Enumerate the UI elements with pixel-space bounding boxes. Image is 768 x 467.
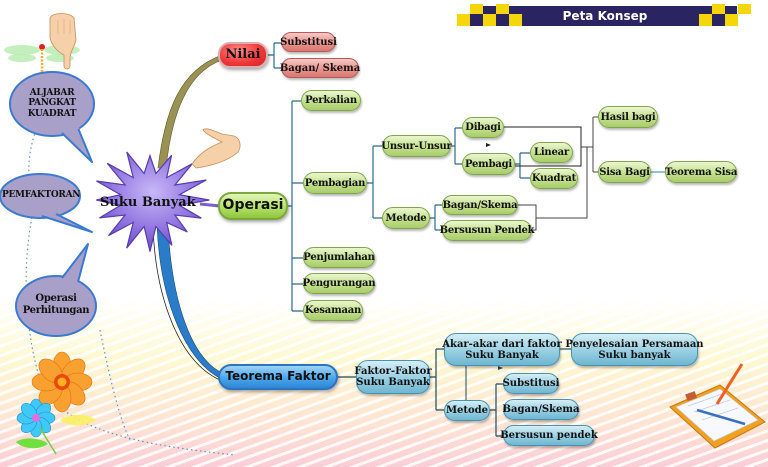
- label-line: Suku Banyak: [465, 349, 539, 361]
- label-line: Penyelesaian Persamaan: [565, 338, 704, 350]
- node-kesamaan[interactable]: Kesamaan: [303, 300, 363, 321]
- nilai-bracket: [268, 42, 281, 69]
- center-star: [96, 151, 210, 252]
- branch-operasi-connector: [199, 202, 221, 208]
- node-sisa-bagi[interactable]: Sisa Bagi: [598, 161, 651, 183]
- node-dibagi[interactable]: Dibagi: [462, 117, 504, 138]
- node-bersusun-pendek[interactable]: Bersusun Pendek: [440, 220, 535, 241]
- bubble-pemfaktoran-label: PEMFAKTORAN: [2, 190, 81, 200]
- checker-left: [457, 4, 522, 26]
- metode-bracket: [430, 204, 442, 231]
- label-line: PEMFAKTORAN: [2, 190, 81, 200]
- clipboard-pencil-icon: [669, 363, 766, 449]
- node-akar-akar[interactable]: Akar-akar dari faktor Suku Banyak: [442, 333, 562, 366]
- node-metode[interactable]: Metode: [382, 207, 430, 229]
- bubble-operasi-perhitungan: [15, 243, 97, 337]
- bubble-pemfaktoran: [0, 173, 93, 233]
- arrowhead: [486, 143, 491, 147]
- orange-flower-icon: [31, 351, 93, 413]
- dotted-path: [25, 199, 236, 456]
- pointing-hand-icon: [49, 13, 77, 70]
- leaf: [60, 414, 96, 426]
- node-bagan-skema[interactable]: Bagan/Skema: [442, 195, 518, 215]
- node-hasil-bagi[interactable]: Hasil bagi: [598, 106, 658, 128]
- title-bar: Peta Konsep: [455, 4, 755, 28]
- label-line: Akar-akar dari faktor: [442, 338, 562, 350]
- node-tf-metode[interactable]: Metode: [444, 400, 490, 421]
- node-kuadrat[interactable]: Kuadrat: [530, 168, 578, 189]
- branch-teorema-connector: [156, 224, 221, 379]
- node-nilai-bagan-skema[interactable]: Bagan/ Skema: [280, 58, 360, 78]
- result-bracket: [581, 116, 598, 173]
- node-nilai-substitusi[interactable]: Substitusi: [280, 32, 337, 52]
- metode-result-link: [518, 147, 588, 231]
- label-line: Perhitungan: [22, 304, 90, 316]
- label-line: PANGKAT: [28, 98, 76, 109]
- tf-metode-bracket: [490, 383, 503, 437]
- node-faktor-faktor[interactable]: Faktor-Faktor Suku Banyak: [354, 360, 432, 394]
- node-tf-substitusi[interactable]: Substitusi: [503, 373, 559, 394]
- label-line: Suku banyak: [598, 349, 671, 361]
- node-penjumlahan[interactable]: Penjumlahan: [303, 247, 375, 268]
- page-title: Peta Konsep: [562, 9, 648, 23]
- unsur-bracket: [451, 127, 462, 165]
- leaf: [16, 438, 48, 449]
- branch-teorema-outline: [152, 227, 221, 381]
- stem: [39, 427, 57, 455]
- arrowhead: [498, 366, 503, 370]
- node-pembagian[interactable]: Pembagian: [303, 172, 367, 194]
- node-linear[interactable]: Linear: [530, 142, 573, 163]
- center-topic[interactable]: Suku Banyak: [100, 195, 196, 210]
- node-operasi[interactable]: Operasi: [218, 192, 288, 220]
- pembagian-bracket: [367, 145, 382, 219]
- operasi-bracket: [287, 100, 303, 312]
- open-hand-icon: [191, 128, 241, 169]
- faktor-bracket: [430, 348, 444, 411]
- dotted-path: [99, 329, 131, 441]
- node-pembagi[interactable]: Pembagi: [462, 153, 515, 175]
- title-bar-graphic: [457, 4, 751, 26]
- node-teorema-faktor[interactable]: Teorema Faktor: [218, 364, 338, 390]
- label-line: ALJABAR: [29, 88, 75, 98]
- node-nilai[interactable]: Nilai: [218, 42, 268, 68]
- bubble-operasi-label: Operasi Perhitungan: [18, 293, 94, 316]
- node-unsur-unsur[interactable]: Unsur-Unsur: [381, 135, 452, 157]
- node-perkalian[interactable]: Perkalian: [301, 90, 361, 111]
- blue-flower-icon: [16, 398, 56, 438]
- node-teorema-sisa[interactable]: Teorema Sisa: [665, 161, 737, 183]
- node-tf-bagan-skema[interactable]: Bagan/Skema: [503, 399, 579, 420]
- label-line: KUADRAT: [27, 108, 77, 119]
- label-line: Suku Banyak: [356, 377, 430, 388]
- label-line: Operasi: [35, 293, 77, 304]
- node-tf-bersusun-pendek[interactable]: Bersusun pendek: [500, 425, 598, 446]
- bubble-aljabar-label: ALJABAR PANGKAT KUADRAT: [18, 88, 86, 119]
- bubble-aljabar: [9, 71, 95, 163]
- node-pengurangan[interactable]: Pengurangan: [303, 273, 376, 294]
- checker-right: [699, 4, 751, 26]
- label-line: Faktor-Faktor: [354, 366, 432, 377]
- node-penyelesaian-persamaan[interactable]: Penyelesaian Persamaan Suku banyak: [565, 333, 704, 366]
